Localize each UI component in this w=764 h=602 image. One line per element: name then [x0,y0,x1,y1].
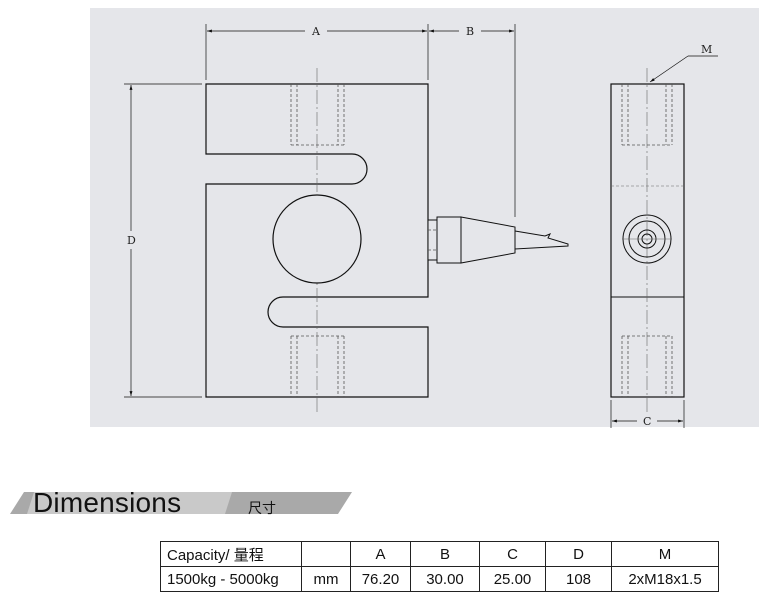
gauge-circle [272,194,362,284]
cell-b: 30.00 [410,566,480,592]
cell-c: 25.00 [479,566,546,592]
leader-m [649,55,718,83]
table-header-row: Capacity/ 量程 A B C D M [160,541,719,567]
cell-d: 108 [545,566,612,592]
section-title: Dimensions [33,487,182,518]
section-subtitle: 尺寸 [248,501,276,517]
side-connector-rings [622,214,672,264]
cell-m: 2xM18x1.5 [611,566,719,592]
dim-label-b: B [466,25,474,38]
header-a: A [350,541,411,567]
dimension-a [205,24,429,80]
dim-label-a: A [311,25,321,38]
dimensions-table: Capacity/ 量程 A B C D M 1500kg - 5000kg m… [160,541,719,592]
dim-label-d: D [127,234,136,247]
side-thread-bottom [621,335,673,397]
dimension-c [610,400,685,428]
cable-connector [427,216,569,264]
header-b: B [410,541,480,567]
cell-a: 76.20 [350,566,411,592]
header-m: M [611,541,719,567]
dimension-d [124,83,202,398]
side-thread-top [621,84,673,146]
bottom-thread-hole [290,335,345,397]
dim-label-c: C [643,415,651,428]
top-thread-hole [290,84,345,146]
header-d: D [545,541,612,567]
header-unit [301,541,351,567]
cell-unit: mm [301,566,351,592]
dim-label-m: M [701,43,712,56]
header-capacity: Capacity/ 量程 [160,541,302,567]
cell-capacity: 1500kg - 5000kg [160,566,302,592]
dimension-b [429,24,516,217]
section-banner-inner [27,492,232,514]
table-row: 1500kg - 5000kg mm 76.20 30.00 25.00 108… [160,566,719,592]
header-c: C [479,541,546,567]
